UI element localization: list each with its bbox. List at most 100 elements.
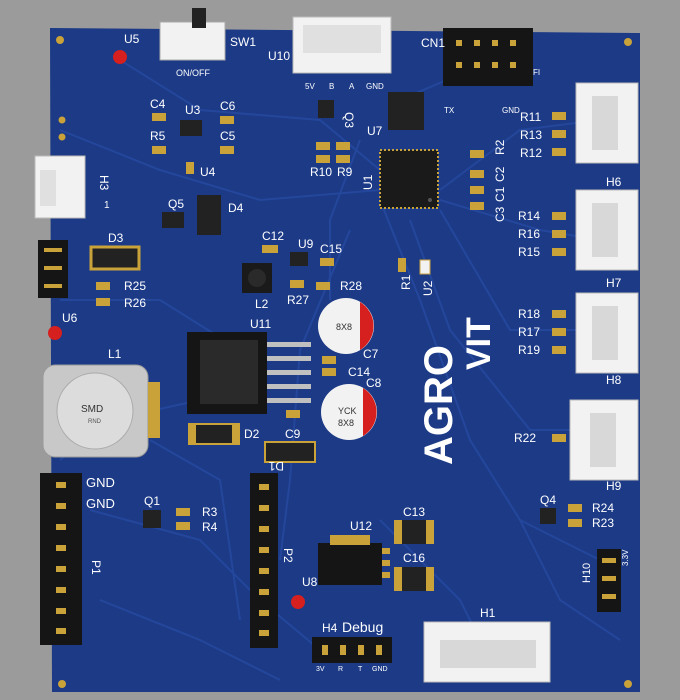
- logo-agro: AGRO: [417, 345, 461, 465]
- label-h4-pin3: T: [358, 666, 363, 673]
- switch-sw1[interactable]: [159, 21, 226, 61]
- transistor-q5: [162, 212, 184, 228]
- label-r15: R15: [518, 245, 540, 259]
- diode-d1: [264, 441, 316, 463]
- header-p2: [250, 473, 278, 648]
- label-c16: C16: [403, 551, 425, 565]
- label-u7: U7: [367, 124, 383, 138]
- label-onoff: ON/OFF: [176, 68, 210, 78]
- label-r11: R11: [520, 110, 541, 124]
- l1-marking-rnd: RND: [88, 419, 102, 425]
- label-c7: C7: [363, 347, 379, 361]
- label-u6: U6: [62, 311, 78, 325]
- label-h4-pin2: R: [338, 666, 343, 673]
- label-c12: C12: [262, 229, 284, 243]
- c8-marking-2: 8X8: [338, 418, 354, 428]
- l1-marking-smd: SMD: [81, 404, 103, 415]
- label-gnd-1: GND: [86, 475, 115, 490]
- label-c9: C9: [285, 427, 301, 441]
- label-d3: D3: [108, 231, 124, 245]
- label-r17: R17: [518, 325, 540, 339]
- label-c6: C6: [220, 99, 236, 113]
- label-u10-pin2: B: [329, 82, 334, 91]
- label-u4: U4: [200, 165, 216, 179]
- label-l2: L2: [255, 297, 269, 311]
- label-u10-pin4: GND: [366, 82, 384, 91]
- label-r18: R18: [518, 307, 540, 321]
- label-r22: R22: [514, 431, 536, 445]
- connector-h9: [569, 399, 639, 481]
- label-r4: R4: [202, 520, 218, 534]
- transistor-q4: [540, 508, 556, 524]
- label-r16: R16: [518, 227, 540, 241]
- label-c13: C13: [403, 505, 425, 519]
- label-c2: C2: [493, 166, 507, 182]
- label-r25: R25: [124, 279, 146, 293]
- label-d1: D1: [268, 459, 284, 473]
- label-cn1-tx: TX: [444, 106, 455, 115]
- ic-u3: [180, 120, 202, 136]
- label-r24: R24: [592, 501, 614, 515]
- label-r13: R13: [520, 128, 542, 142]
- label-h1: H1: [480, 606, 496, 620]
- led-u8: [291, 595, 305, 609]
- label-h8: H8: [606, 373, 622, 387]
- label-p2: P2: [281, 548, 295, 563]
- label-h10: H10: [581, 563, 593, 583]
- diode-d4: [197, 195, 221, 235]
- label-h4-pin4: GND: [372, 666, 388, 673]
- label-r5: R5: [150, 129, 166, 143]
- label-r28: R28: [340, 279, 362, 293]
- label-c3: C3: [493, 206, 507, 222]
- mcu-u1: [379, 149, 439, 209]
- header-p1: [40, 473, 82, 645]
- label-debug: Debug: [342, 619, 383, 635]
- label-r14: R14: [518, 209, 540, 223]
- label-h4: H4: [322, 621, 338, 635]
- led-u6: [48, 326, 62, 340]
- label-u10: U10: [268, 49, 290, 63]
- connector-h6: [575, 82, 639, 164]
- led-u2: [419, 259, 431, 275]
- label-r12: R12: [520, 146, 542, 160]
- c8-marking: YCK: [338, 406, 357, 416]
- connector-h7: [575, 189, 639, 271]
- label-l1: L1: [108, 347, 122, 361]
- connector-h3: [34, 155, 86, 219]
- label-q3: Q3: [342, 112, 356, 128]
- label-q1: Q1: [144, 494, 160, 508]
- label-p1: P1: [89, 560, 103, 575]
- transistor-q1: [143, 510, 161, 528]
- ic-u7: [388, 92, 424, 130]
- label-h4-pin1: 3V: [316, 666, 325, 673]
- label-r26: R26: [124, 296, 146, 310]
- label-d2: D2: [244, 427, 260, 441]
- label-u8: U8: [302, 575, 318, 589]
- transistor-q3: [318, 100, 334, 118]
- label-u11: U11: [250, 317, 271, 331]
- c7-marking: 8X8: [336, 322, 352, 332]
- label-h3-pin: 1: [104, 200, 110, 211]
- connector-h8: [575, 292, 639, 374]
- switch-lever[interactable]: [192, 8, 206, 28]
- label-cn1-side: FI: [533, 68, 540, 77]
- label-r1: R1: [399, 274, 413, 290]
- led-u5: [113, 50, 127, 64]
- mounting-holes: [56, 36, 632, 688]
- label-r9: R9: [337, 165, 353, 179]
- label-u12: U12: [350, 519, 372, 533]
- label-c15: C15: [320, 242, 342, 256]
- ic-u9: [290, 252, 308, 266]
- label-r19: R19: [518, 343, 540, 357]
- label-c8: C8: [366, 376, 382, 390]
- header-cn1: [443, 28, 533, 86]
- label-c4: C4: [150, 97, 166, 111]
- label-c5: C5: [220, 129, 236, 143]
- label-h9: H9: [606, 479, 622, 493]
- label-r2: R2: [493, 139, 507, 155]
- label-r27: R27: [287, 293, 309, 307]
- label-c14: C14: [348, 365, 370, 379]
- label-u10-pin1: 5V: [305, 82, 315, 91]
- label-gnd-2: GND: [86, 496, 115, 511]
